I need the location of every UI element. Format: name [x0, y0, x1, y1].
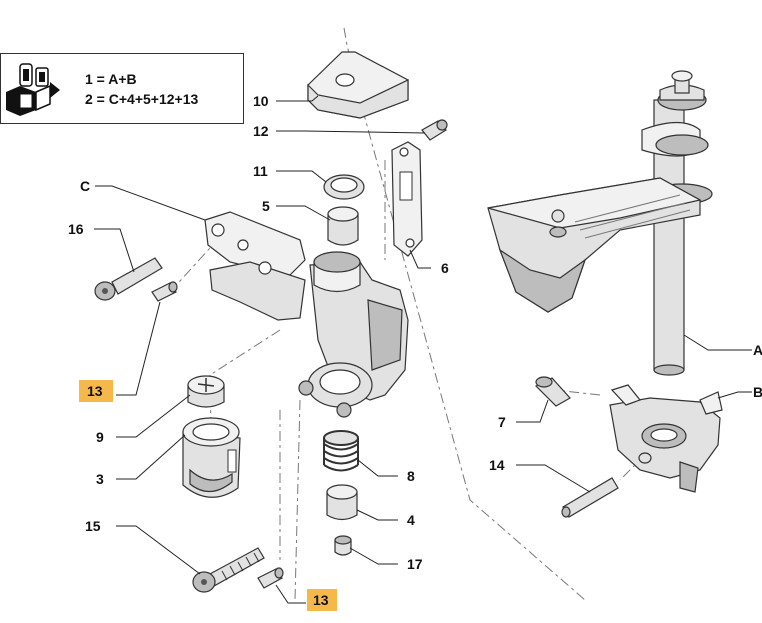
part-15-bolt [192, 547, 265, 593]
part-16-bolt [94, 257, 163, 301]
part-3-sleeve [182, 417, 241, 498]
callout-5: 5 [262, 198, 270, 214]
part-14-pin [561, 477, 619, 518]
part-11-ring [323, 174, 365, 200]
callout-labels: 10 12 11 5 C 16 6 13 9 3 8 15 4 17 13 A … [68, 93, 762, 608]
part-b-selector-finger [609, 384, 723, 493]
callout-10: 10 [253, 93, 269, 109]
part-13-pin-lower [257, 567, 284, 589]
part-8-spring [323, 430, 359, 472]
part-17-plug [334, 535, 352, 556]
assembly-kit-icon [6, 63, 60, 116]
legend-box: 1 = A+B 2 = C+4+5+12+13 [0, 53, 244, 124]
callout-4: 4 [407, 512, 415, 528]
callout-b: B [753, 384, 762, 400]
callout-3: 3 [96, 471, 104, 487]
part-6-gasket [391, 141, 423, 257]
part-5-bushing [327, 206, 359, 246]
legend-line-1: 1 = A+B [85, 71, 137, 87]
callout-9: 9 [96, 429, 104, 445]
part-10-cover [307, 51, 409, 119]
callout-14: 14 [489, 457, 505, 473]
part-9-plug [187, 375, 225, 408]
part-12-pin [421, 119, 448, 141]
callout-a: A [753, 342, 762, 358]
callout-6: 6 [441, 260, 449, 276]
callout-7: 7 [498, 414, 506, 430]
callout-8: 8 [407, 468, 415, 484]
callout-12: 12 [253, 123, 269, 139]
callout-17: 17 [407, 556, 423, 572]
callout-13-lower: 13 [313, 592, 329, 608]
legend-line-2: 2 = C+4+5+12+13 [85, 91, 198, 107]
callout-11: 11 [253, 163, 268, 179]
callout-16: 16 [68, 221, 84, 237]
callout-c: C [80, 178, 90, 194]
highlight-13-upper [79, 380, 113, 402]
part-7-pin [534, 376, 571, 407]
leader-lines [94, 95, 752, 604]
part-13-pin-upper [151, 281, 178, 302]
part-c-housing [204, 211, 409, 418]
callout-13-upper: 13 [87, 383, 103, 399]
highlight-13-lower [307, 589, 337, 611]
callout-15: 15 [85, 518, 101, 534]
part-a-selector-shaft [487, 70, 713, 376]
part-4-bushing [326, 484, 358, 521]
